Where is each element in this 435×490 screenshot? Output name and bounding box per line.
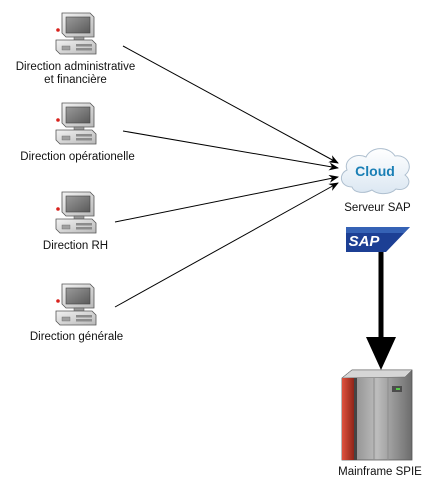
label-serveur-sap: Serveur SAP — [344, 202, 411, 214]
label-direction-rh: Direction RH — [42, 240, 109, 252]
edge-pc2-cloud — [122, 130, 339, 171]
sap-logo-text: SAP — [349, 233, 381, 250]
computer-icon-operationelle — [55, 102, 97, 145]
label-direction-administrative: Direction administrative et financière — [0, 61, 151, 87]
label-direction-operationelle: Direction opérationelle — [20, 151, 135, 163]
mainframe-icon — [341, 369, 413, 461]
label-direction-administrative-line2: et financière — [44, 74, 107, 86]
label-mainframe-spie: Mainframe SPIE — [338, 466, 422, 478]
edge-pc1-cloud — [122, 45, 339, 164]
cloud-text: Cloud — [355, 163, 395, 179]
edge-pc4-cloud — [114, 182, 339, 308]
edge-cloud-mainframe — [366, 252, 396, 370]
computer-icon-generale — [55, 283, 97, 326]
edges — [114, 45, 396, 370]
label-direction-generale: Direction générale — [29, 331, 124, 343]
computer-icon-administrative — [55, 12, 97, 55]
sap-logo: SAP — [346, 227, 410, 252]
label-direction-administrative-line1: Direction administrative — [15, 61, 136, 73]
edge-pc3-cloud — [114, 174, 339, 223]
cloud-icon: Cloud — [340, 148, 410, 195]
computer-icon-rh — [55, 191, 97, 234]
